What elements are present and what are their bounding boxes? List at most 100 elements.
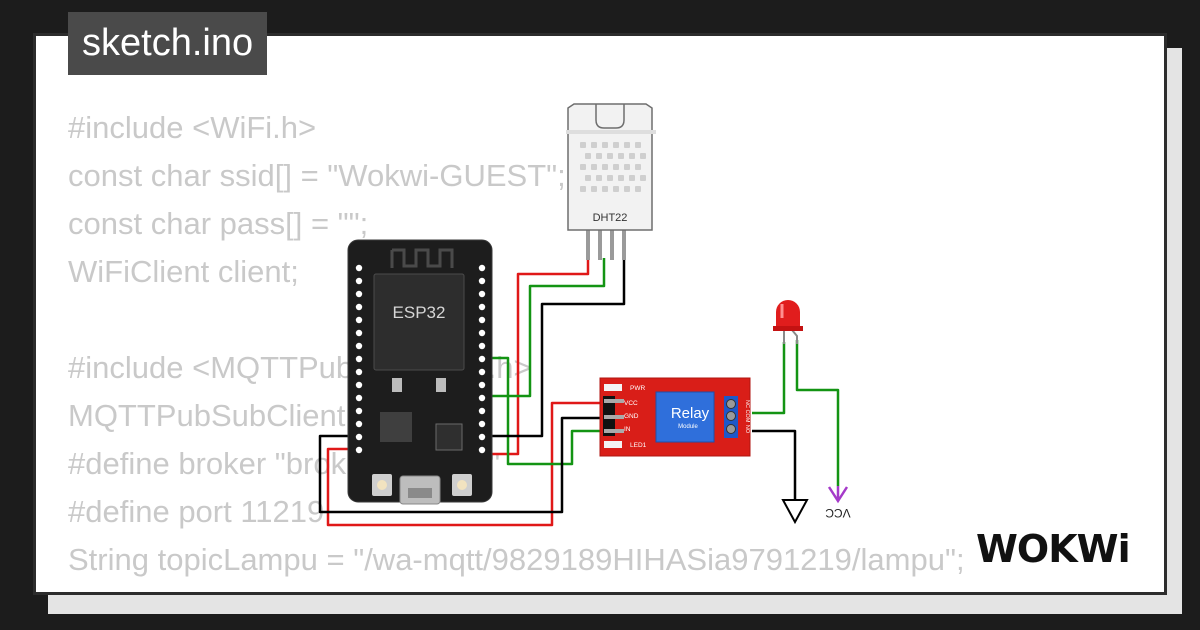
code-line: String topicLampu = "/wa-mqtt/9829189HIH… bbox=[68, 542, 965, 577]
dht22-vent bbox=[629, 153, 635, 159]
esp32-board: ESP32 bbox=[347, 239, 493, 505]
esp32-pin bbox=[478, 342, 486, 350]
dht22-vent bbox=[618, 175, 624, 181]
vcc-symbol: VCC bbox=[825, 486, 851, 520]
wire-black-gnd bbox=[752, 429, 797, 500]
dht22-vent bbox=[635, 164, 641, 170]
svg-text:PWR: PWR bbox=[630, 385, 645, 392]
esp32-pin bbox=[478, 277, 486, 285]
esp32-pin bbox=[355, 381, 363, 389]
dht22-vent bbox=[613, 164, 619, 170]
esp32-pin bbox=[355, 420, 363, 428]
svg-text:WOKWi: WOKWi bbox=[976, 527, 1130, 571]
esp32-pin bbox=[355, 316, 363, 324]
esp32-pin bbox=[355, 264, 363, 272]
esp32-pin bbox=[478, 394, 486, 402]
wokwi-logo[interactable]: WOKWi bbox=[976, 524, 1152, 572]
vcc-label: VCC bbox=[825, 506, 851, 520]
svg-text:NC: NC bbox=[744, 400, 750, 408]
svg-text:IN: IN bbox=[624, 426, 631, 433]
dht22-vent bbox=[591, 142, 597, 148]
esp32-pin bbox=[355, 368, 363, 376]
dht22-vent bbox=[602, 186, 608, 192]
wire-black-relay bbox=[318, 416, 610, 514]
svg-text:LED1: LED1 bbox=[630, 442, 647, 449]
code-preview: #include <WiFi.h> const char ssid[] = "W… bbox=[68, 104, 965, 592]
dht22-vent bbox=[591, 164, 597, 170]
dht22-vent bbox=[640, 153, 646, 159]
relay-module: PWR LED1 VCC GND IN Relay Module NC COM … bbox=[599, 377, 751, 457]
dht22-vent bbox=[580, 142, 586, 148]
wire-green-relay bbox=[484, 356, 610, 466]
esp32-pin bbox=[355, 342, 363, 350]
dht22-vent bbox=[613, 142, 619, 148]
dht22-vent bbox=[635, 142, 641, 148]
dht22-vent bbox=[624, 164, 630, 170]
dht22-vent bbox=[596, 153, 602, 159]
dht22-vent bbox=[607, 175, 613, 181]
svg-text:GND: GND bbox=[624, 413, 639, 420]
code-line: #include <WiFi.h> bbox=[68, 110, 317, 145]
esp32-pin bbox=[355, 290, 363, 298]
esp32-pin bbox=[478, 329, 486, 337]
svg-text:VCC: VCC bbox=[624, 400, 638, 407]
dht22-vent bbox=[613, 186, 619, 192]
code-line: String topicSuhu = "/wa-mqtt/9829189HIHA… bbox=[68, 584, 965, 592]
esp32-pin bbox=[355, 355, 363, 363]
filename-tab[interactable]: sketch.ino bbox=[68, 12, 268, 75]
esp32-pin bbox=[355, 329, 363, 337]
red-led bbox=[773, 300, 803, 344]
wire-green-dht bbox=[484, 258, 606, 398]
wire-black-dht bbox=[484, 258, 626, 438]
esp32-label: ESP32 bbox=[393, 303, 446, 322]
esp32-pin bbox=[478, 407, 486, 415]
esp32-pin bbox=[478, 290, 486, 298]
dht22-vent bbox=[596, 175, 602, 181]
dht22-vent bbox=[585, 175, 591, 181]
dht22-vent bbox=[580, 164, 586, 170]
dht22-vent bbox=[640, 175, 646, 181]
dht22-vent bbox=[635, 186, 641, 192]
dht22-vent bbox=[607, 153, 613, 159]
dht22-sensor: DHT22 bbox=[566, 103, 656, 260]
code-line: const char ssid[] = "Wokwi-GUEST"; bbox=[68, 158, 566, 193]
esp32-pin bbox=[355, 433, 363, 441]
dht22-vent bbox=[585, 153, 591, 159]
esp32-pin bbox=[478, 264, 486, 272]
dht22-vent bbox=[624, 186, 630, 192]
esp32-pin bbox=[478, 303, 486, 311]
esp32-pin bbox=[478, 355, 486, 363]
esp32-pin bbox=[355, 394, 363, 402]
dht22-vent bbox=[602, 164, 608, 170]
esp32-pin bbox=[478, 316, 486, 324]
esp32-pin bbox=[355, 446, 363, 454]
esp32-pin bbox=[478, 446, 486, 454]
dht22-vent bbox=[624, 142, 630, 148]
wire-red-dht bbox=[484, 258, 590, 456]
dht22-label: DHT22 bbox=[593, 212, 628, 224]
esp32-pin bbox=[478, 433, 486, 441]
code-line: #define port 11219 bbox=[68, 494, 325, 529]
svg-text:COM: COM bbox=[744, 410, 750, 423]
dht22-vent bbox=[591, 186, 597, 192]
svg-text:NO: NO bbox=[744, 425, 750, 434]
esp32-pin bbox=[355, 303, 363, 311]
dht22-vent bbox=[629, 175, 635, 181]
wire-green-vcc bbox=[795, 340, 840, 486]
dht22-vent bbox=[602, 142, 608, 148]
svg-text:Module: Module bbox=[678, 424, 698, 430]
esp32-pin bbox=[355, 407, 363, 415]
esp32-pin bbox=[478, 381, 486, 389]
dht22-vent bbox=[580, 186, 586, 192]
esp32-pin bbox=[478, 368, 486, 376]
esp32-pin bbox=[478, 420, 486, 428]
ground-symbol bbox=[781, 499, 809, 525]
dht22-vent bbox=[618, 153, 624, 159]
wire-red-relay bbox=[326, 401, 610, 527]
code-line: const char pass[] = ""; bbox=[68, 206, 369, 241]
wire-green-led bbox=[752, 342, 786, 415]
esp32-pin bbox=[355, 277, 363, 285]
svg-text:Relay: Relay bbox=[671, 405, 710, 422]
code-line: WiFiClient client; bbox=[68, 254, 299, 289]
